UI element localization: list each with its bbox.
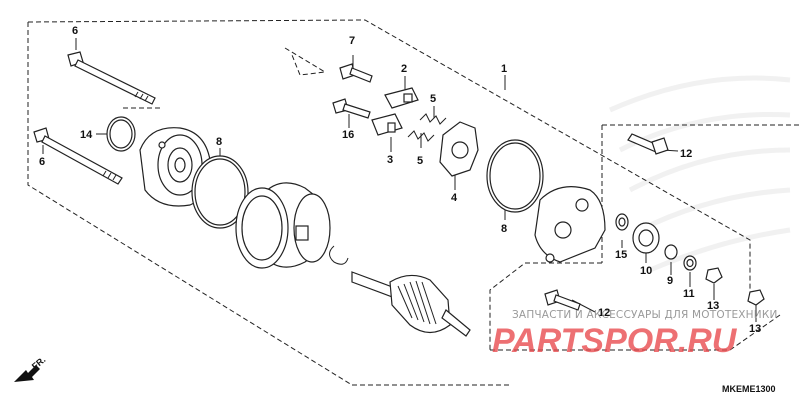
- callout-12-lower: 12: [598, 307, 610, 319]
- callout-6-upper: 6: [72, 25, 78, 37]
- callout-8-left: 8: [216, 136, 222, 148]
- washer-11: [683, 255, 697, 271]
- armature: [351, 271, 471, 337]
- watermark-logo: PARTSPOR.RU: [492, 322, 738, 360]
- terminal-bolt: [332, 98, 371, 119]
- washer-9: [664, 244, 678, 260]
- callout-6-lower: 6: [39, 156, 45, 168]
- long-bolt-upper: [67, 51, 156, 105]
- callout-16: 16: [342, 129, 354, 141]
- callout-10: 10: [640, 265, 652, 277]
- callout-13-upper: 13: [707, 300, 719, 312]
- callout-labels: 1 2 3 4 5 5 6 6 7 8 8 9 10 11 12 12 13 1…: [39, 25, 761, 335]
- callout-7: 7: [349, 35, 355, 47]
- nut-13-lower: [747, 289, 765, 306]
- callout-13-lower: 13: [749, 323, 761, 335]
- callout-14: 14: [80, 129, 93, 141]
- callout-8-right: 8: [501, 223, 507, 235]
- brush-holder-lower: [371, 113, 403, 136]
- watermark-caption: ЗАПЧАСТИ И АКСЕССУАРЫ ДЛЯ МОТОТЕХНИКИ: [512, 309, 778, 321]
- callout-5-upper: 5: [430, 93, 436, 105]
- callout-3: 3: [387, 154, 393, 166]
- arrow-icon: [14, 365, 40, 382]
- small-o-ring: [106, 116, 136, 152]
- front-bracket: [534, 186, 606, 263]
- callout-15: 15: [615, 249, 627, 261]
- callout-11: 11: [683, 288, 695, 300]
- nut-13-upper: [705, 267, 723, 284]
- callout-2: 2: [401, 63, 407, 75]
- rear-cover: [139, 127, 212, 207]
- callout-9: 9: [667, 275, 673, 287]
- callout-4: 4: [451, 192, 458, 204]
- brush-spring-lower: [407, 130, 435, 142]
- brush-spring-upper: [419, 113, 447, 125]
- large-o-ring-left: [191, 155, 249, 229]
- large-o-ring-right: [486, 139, 544, 213]
- front-direction-indicator: FR.: [14, 355, 47, 382]
- brush-plate: [439, 121, 479, 177]
- terminal-screw: [339, 63, 373, 83]
- wire-clip: [329, 245, 349, 265]
- brush-holder-upper: [384, 87, 419, 109]
- motor-yoke: [235, 182, 331, 269]
- assembly-boundary: [27, 19, 800, 386]
- callout-12-upper: 12: [680, 148, 692, 160]
- bolt-12-lower: [544, 289, 581, 311]
- callout-5-lower: 5: [417, 155, 423, 167]
- washer-15: [615, 213, 629, 231]
- starter-gear-10: [632, 222, 660, 254]
- bolt-12-upper: [627, 133, 669, 155]
- long-bolt-lower: [33, 127, 123, 185]
- callout-1: 1: [501, 63, 507, 75]
- diagram-code: MKEME1300: [722, 384, 776, 394]
